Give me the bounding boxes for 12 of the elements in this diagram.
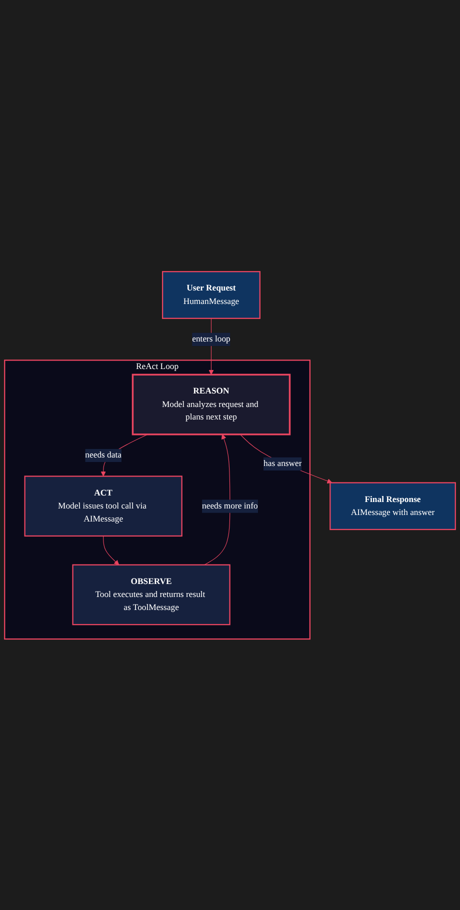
arrow xyxy=(240,434,332,484)
node-box: ACT Model issues tool call via AIMessage xyxy=(24,475,182,536)
node-box: Final Response AIMessage with answer xyxy=(330,482,456,530)
edge-label: needs data xyxy=(85,450,122,460)
edge-label: needs more info xyxy=(202,501,258,510)
edge-label: has answer xyxy=(264,458,302,468)
arrow xyxy=(204,434,230,565)
edge-label: enters loop xyxy=(192,334,230,344)
node-box: REASON Model analyzes request and plans next step xyxy=(132,373,291,435)
arrow xyxy=(103,535,120,565)
node-box: OBSERVE Tool executes and returns result as ToolMessage xyxy=(72,564,230,625)
node-box: User Request HumanMessage xyxy=(162,270,260,319)
